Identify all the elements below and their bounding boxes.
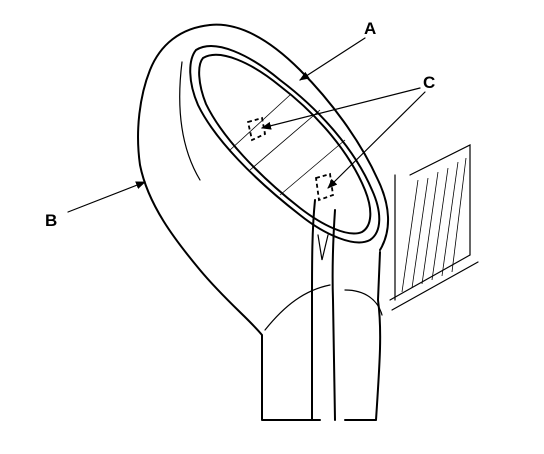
leader-c-upper <box>261 87 421 130</box>
mirror-housing <box>137 23 390 421</box>
callout-b: B <box>45 211 57 230</box>
clip-lower <box>315 172 334 202</box>
leader-b <box>67 181 146 213</box>
clip-upper <box>246 116 267 142</box>
mounting-arm <box>311 199 336 421</box>
leader-a <box>299 37 366 81</box>
leader-lines <box>67 37 426 213</box>
door-frame-background <box>389 144 479 311</box>
callout-a: A <box>364 19 376 38</box>
mirror-glass <box>189 45 381 244</box>
callout-c: C <box>423 73 435 92</box>
leader-c-lower <box>327 91 426 189</box>
clip-markers <box>246 116 334 202</box>
